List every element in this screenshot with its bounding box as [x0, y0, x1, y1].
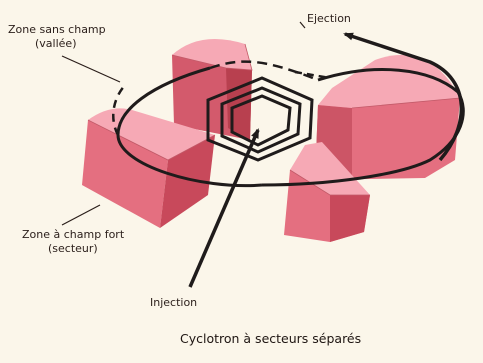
injection-label: Injection: [150, 296, 197, 309]
sector-leader-line: [62, 205, 100, 225]
valley-leader-line: [62, 56, 120, 82]
valley-label-line2: (vallée): [35, 37, 76, 50]
ejection-label: Ejection: [307, 12, 351, 25]
valley-label-line1: Zone sans champ: [8, 23, 106, 36]
sector-back: [172, 39, 252, 140]
sector-label-line1: Zone à champ fort: [22, 228, 125, 241]
figure-caption: Cyclotron à secteurs séparés: [180, 331, 361, 346]
sector-label-line2: (secteur): [48, 242, 98, 255]
ejection-leader-line: [300, 22, 305, 28]
